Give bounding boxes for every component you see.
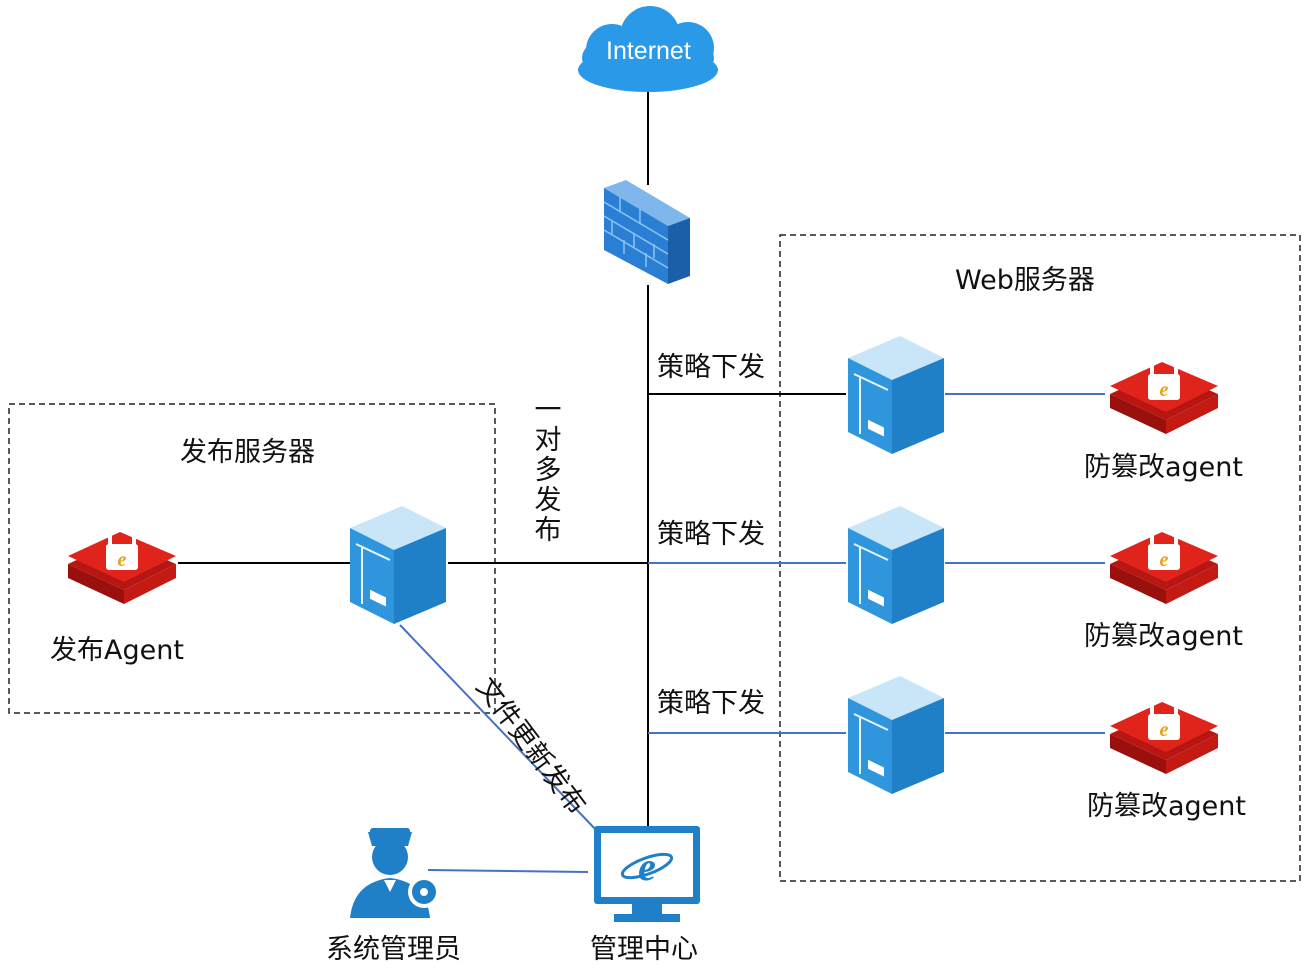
monitor-browser-icon: e [594, 826, 700, 922]
file-update-link [399, 624, 599, 833]
cloud-icon [578, 6, 718, 92]
management-center-label: 管理中心 [590, 934, 698, 965]
publish-server-icon [349, 505, 447, 625]
sysadmin-label: 系统管理员 [326, 934, 461, 965]
policy-label-2: 策略下发 [657, 519, 765, 550]
publish-server-group-title: 发布服务器 [180, 437, 315, 468]
one-to-many-label: 一对多发布 [534, 395, 562, 546]
tamper-agent-label-2: 防篡改agent [1084, 621, 1243, 652]
tamper-agent-label-1: 防篡改agent [1084, 452, 1243, 483]
policy-label-3: 策略下发 [657, 688, 765, 719]
web-server-icon-2 [847, 505, 945, 625]
admin-person-icon [350, 828, 440, 918]
svg-text:e: e [638, 844, 656, 889]
policy-label-1: 策略下发 [657, 352, 765, 383]
tamper-agent-lock-icon-1 [1108, 352, 1220, 436]
internet-label: Internet [606, 37, 691, 65]
publish-agent-lock-icon [66, 522, 178, 606]
admin-link [427, 869, 589, 873]
tamper-agent-label-3: 防篡改agent [1087, 791, 1246, 822]
tamper-agent-lock-icon-3 [1108, 692, 1220, 776]
web-server-group-title: Web服务器 [955, 265, 1095, 296]
web-server-icon-3 [847, 675, 945, 795]
web-server-group-box [779, 234, 1301, 882]
web-server-icon-1 [847, 335, 945, 455]
firewall-icon [603, 180, 690, 284]
tamper-agent-lock-icon-2 [1108, 522, 1220, 606]
publish-server-group-box [8, 403, 496, 714]
publish-agent-label: 发布Agent [50, 635, 184, 666]
